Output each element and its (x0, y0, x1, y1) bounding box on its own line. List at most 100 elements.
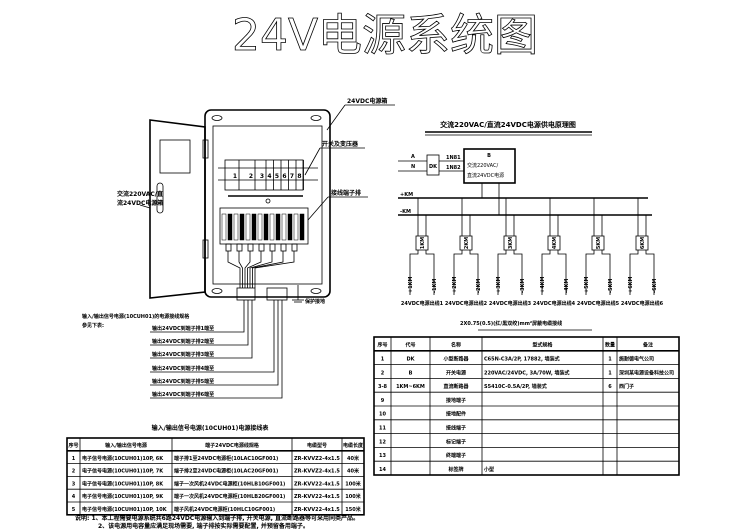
terminal-block (233, 213, 239, 241)
neg-terminal-label: -1KM (432, 279, 438, 293)
table-cell: ZR-KVV22-4x1.5 (294, 494, 340, 500)
table-cell: 电子信号电源(10CUH01)10P, 8K (82, 480, 164, 487)
pos-terminal-label: +1KM (408, 276, 414, 293)
table-cell: 2 (72, 469, 76, 475)
bus-positive-label: +KM (400, 192, 413, 198)
table-cell: DK (406, 356, 415, 362)
table-header: 型式规格 (532, 342, 553, 349)
ground-icon (292, 285, 304, 303)
leg (629, 250, 639, 295)
table-cell: 3-8 (378, 384, 388, 390)
table-cell: 端子一次风机24VDC电源柜(10HLB10GF001) (174, 480, 285, 487)
table-cell: ZR-KVVZ2-4x1.5 (294, 456, 340, 462)
terminal-block (293, 213, 299, 241)
table-cell: 小型断路器 (443, 355, 469, 362)
table-cell: 220VAC/24VDC, 3A/70W, 墙装式 (484, 369, 570, 376)
terminal-block (263, 213, 269, 241)
table-header: 代号 (404, 342, 415, 349)
leg (469, 250, 479, 295)
leg (541, 250, 551, 295)
leg (585, 250, 595, 295)
breaker-number: 4 (267, 173, 271, 180)
table-cell: 电子信号电源(10CUH01)10P, 7K (82, 468, 164, 475)
table-cell: 1 (608, 356, 612, 362)
door-handle (156, 182, 164, 214)
table-cell: 开关电源 (446, 369, 466, 376)
neg-terminal-label: -3KM (520, 279, 526, 293)
terminal-screw (291, 243, 298, 252)
table-cell: 3 (72, 481, 76, 487)
table-cell: 电子信号电源(10CUH01)10P, 6K (82, 455, 164, 462)
schematic-title: 交流220VAC/直流24VDC电源供电原理图 (440, 120, 576, 129)
table-cell: 100米 (345, 493, 361, 500)
dk-label: DK (429, 164, 438, 170)
output-label: 输出24VDC到端子排4端至 (152, 365, 214, 372)
fuse-box (591, 235, 605, 251)
leg (453, 250, 463, 295)
table-cell: 5 (72, 507, 76, 513)
fuse-box (415, 235, 429, 251)
output-wire (150, 300, 275, 373)
drawing-title: 24V电源系统图 (232, 10, 538, 61)
table-cell: 小型 (484, 466, 494, 473)
breaker-number: 2 (249, 173, 253, 180)
table-cell: 1 (381, 356, 385, 362)
output-label: 输出24VDC到端子排5端至 (152, 378, 214, 385)
table-header: 电缆长度 (343, 442, 364, 449)
terminal-block (239, 213, 245, 241)
table-cell: 6 (608, 384, 612, 390)
bus-negative-label: -KM (400, 209, 411, 215)
power-schematic: 交流220VAC/直流24VDC电源供电原理图 A N DK 1N81 1N82… (398, 120, 664, 331)
table-cell: 电子信号电源(10CUH01)10P, 9K (82, 493, 164, 500)
door-label: 交流220VAC/直 (117, 190, 163, 198)
phase-n-label: N (411, 164, 415, 170)
neg-terminal-label: -2KM (476, 279, 482, 293)
note-line: 2、该电源用电容量应满足现场需要, 端子排按实际需要配置, 并预留备用端子。 (98, 522, 309, 530)
terminal-block (299, 213, 305, 241)
terminal-block (245, 213, 251, 241)
output-label: 24VDC电源出线6 (621, 300, 664, 307)
output-label: 24VDC电源出线4 (533, 300, 576, 307)
table-cell: 端子排2至24VDC电源柜(10LAC20GF001) (174, 468, 278, 475)
pos-terminal-label: +2KM (452, 276, 458, 293)
table-cell: B (409, 370, 413, 376)
input-wire-label: 1N82 (446, 165, 461, 171)
ground-label: 保护接地 (304, 298, 325, 305)
terminal-block (269, 213, 275, 241)
wire (254, 251, 295, 288)
input-wire-label: 1N81 (446, 155, 461, 161)
table-cell: 1 (608, 370, 612, 376)
table-cell: 接线端子 (445, 424, 466, 431)
table-cell: 直流断路器 (443, 383, 469, 390)
output-wire (150, 300, 253, 359)
wire (247, 251, 262, 288)
table-header: 端子24VDC电源线规格 (205, 442, 260, 449)
table-cell: 西门子 (619, 383, 634, 390)
wire (227, 251, 241, 288)
leg (557, 250, 567, 295)
output-label: 24VDC电源出线2 (445, 300, 488, 307)
table-cell: 深圳某电源设备科技公司 (619, 369, 674, 376)
table-cell: 150米 (345, 506, 361, 513)
output-label: 输出24VDC到端子排2端至 (152, 338, 214, 345)
output-label: 输出24VDC到端子排6端至 (152, 391, 214, 398)
table-cell: 40米 (347, 468, 360, 475)
psu-label: 直流24VDC电源 (467, 172, 504, 179)
note-line: 说明: 1、本工程需要电源系统共6路24VDC电源输入到端子排, 开关电源, 直… (75, 514, 359, 522)
terminal-screw (280, 243, 287, 252)
table-cell: ZR-KVVZ2-4x1.5 (294, 469, 340, 475)
psu-id: B (487, 153, 491, 159)
switch-transformer-label: 开关及变压器 (322, 140, 359, 148)
cable-gland (266, 287, 288, 301)
table-cell: 100米 (345, 480, 361, 487)
neg-terminal-label: -4KM (564, 279, 570, 293)
fuse-box (635, 235, 649, 251)
table-cell: 13 (379, 453, 386, 459)
cable-gland (236, 287, 256, 301)
terminal-block (275, 213, 281, 241)
breaker-number: 3 (260, 173, 264, 180)
table-cell: 12 (379, 439, 386, 445)
output-wire (150, 300, 283, 399)
cabinet-box-label: 24VDC电源箱 (347, 97, 387, 105)
